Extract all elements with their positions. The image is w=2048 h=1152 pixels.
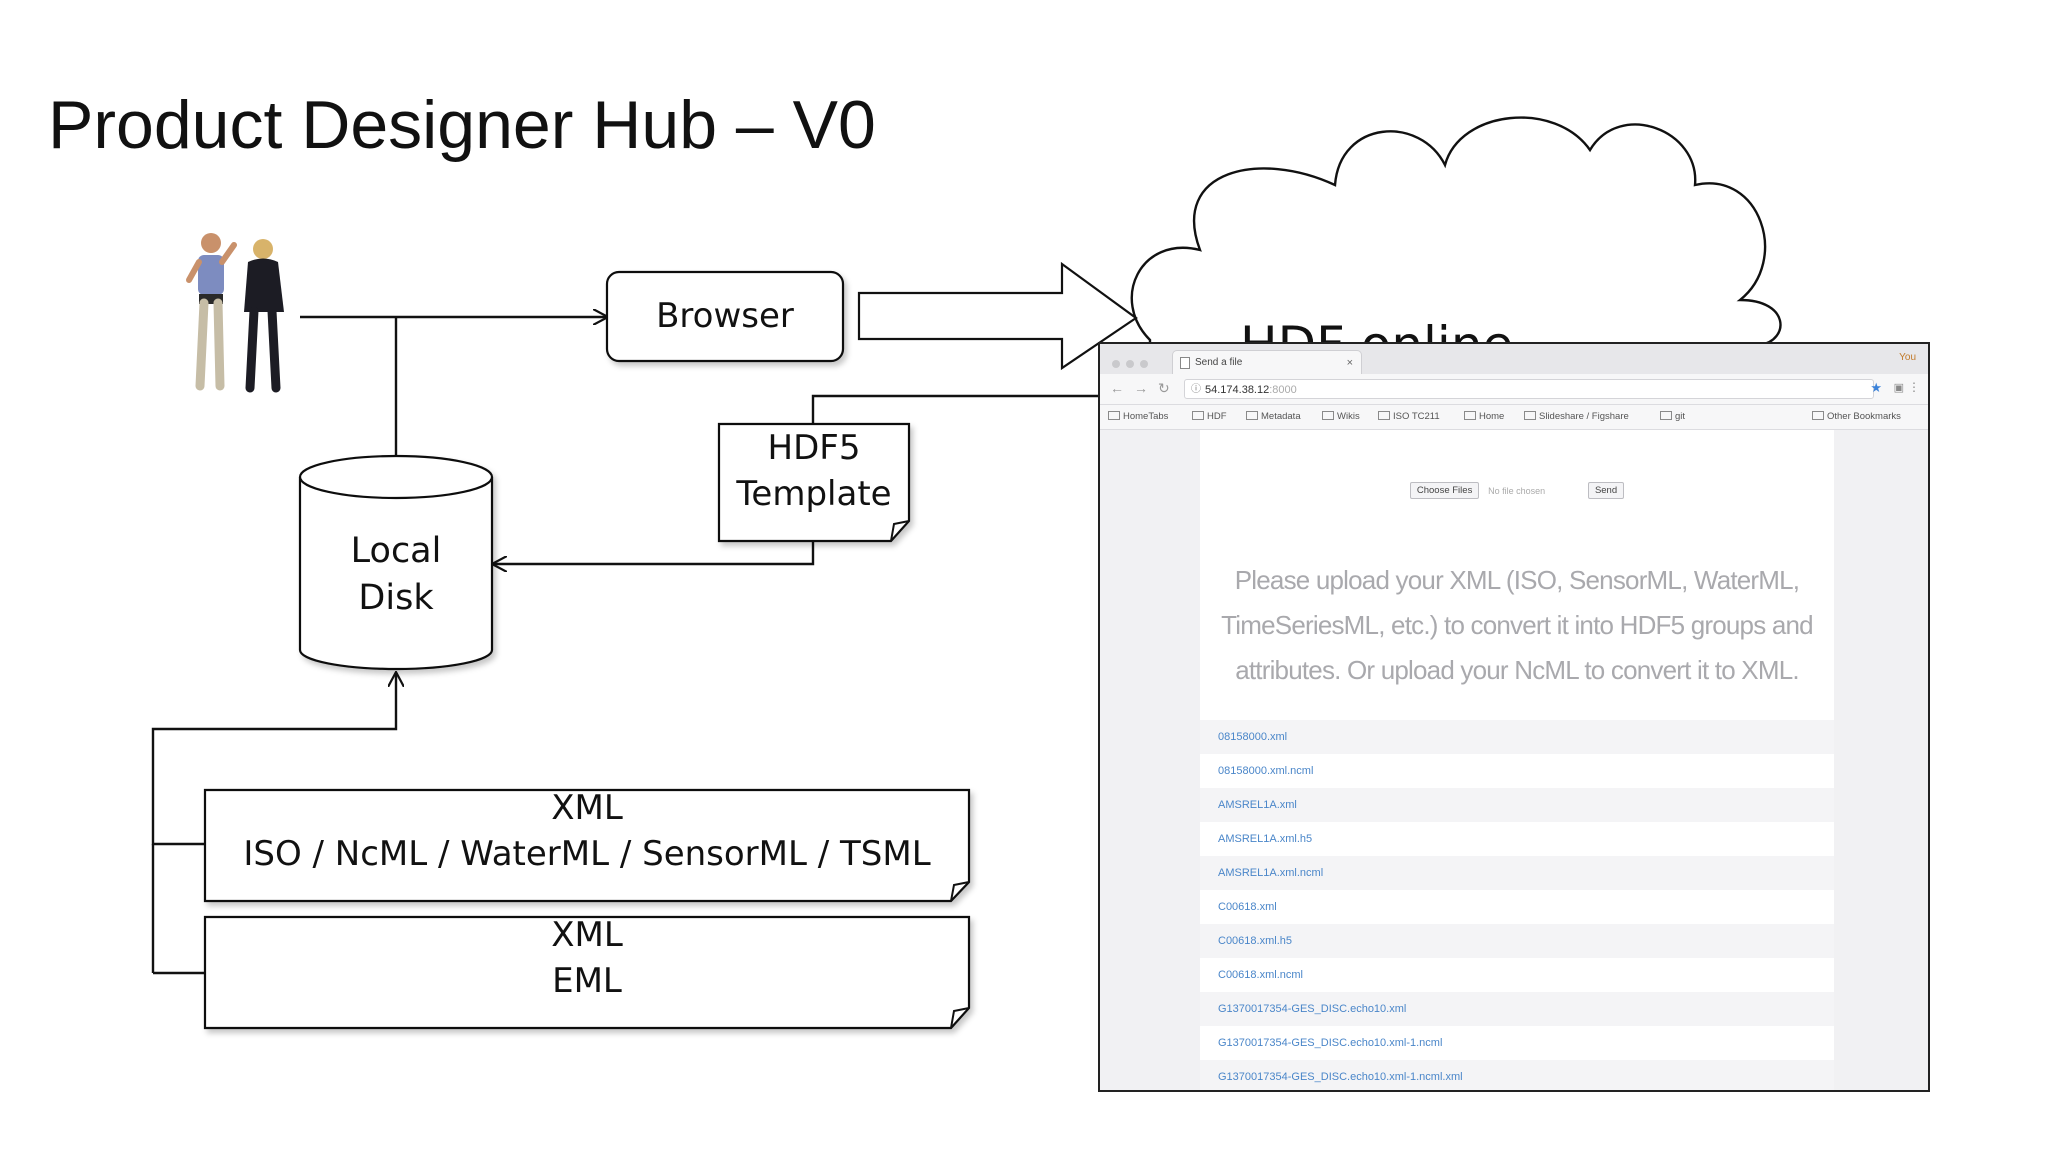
local-disk-label: Local Disk bbox=[300, 528, 492, 623]
file-link[interactable]: AMSREL1A.xml.h5 bbox=[1200, 822, 1834, 856]
reload-icon[interactable]: ↻ bbox=[1158, 380, 1170, 396]
bookmark-folder[interactable]: git bbox=[1660, 411, 1685, 422]
bookmark-folder[interactable]: HomeTabs bbox=[1108, 411, 1168, 422]
choose-files-button[interactable]: Choose Files bbox=[1409, 482, 1480, 499]
tab-title: Send a file bbox=[1195, 357, 1243, 368]
file-link[interactable]: C00618.xml.ncml bbox=[1200, 958, 1834, 992]
bookmark-folder[interactable]: ISO TC211 bbox=[1378, 411, 1440, 422]
url-host: 54.174.38.12 bbox=[1205, 384, 1270, 396]
file-link[interactable]: G1370017354-GES_DISC.echo10.xml-1.ncml.x… bbox=[1200, 1060, 1834, 1090]
file-link[interactable]: AMSREL1A.xml bbox=[1200, 788, 1834, 822]
maximize-window-icon[interactable] bbox=[1140, 360, 1148, 368]
local-disk-line2: Disk bbox=[358, 578, 434, 619]
url-port: :8000 bbox=[1269, 384, 1297, 396]
bookmark-folder[interactable]: Home bbox=[1464, 411, 1504, 422]
browser-label: Browser bbox=[656, 296, 794, 336]
cloud-shape bbox=[1130, 116, 1782, 347]
bookmark-folder[interactable]: HDF bbox=[1192, 411, 1227, 422]
file-link[interactable]: G1370017354-GES_DISC.echo10.xml bbox=[1200, 992, 1834, 1026]
block-arrow bbox=[857, 261, 1138, 371]
xml-to-disk-arrow bbox=[151, 673, 396, 846]
xml-iso-line2: ISO / NcML / WaterML / SensorML / TSML bbox=[243, 833, 931, 874]
bookmark-star-icon[interactable]: ★ bbox=[1870, 380, 1882, 395]
people-icon bbox=[186, 233, 284, 393]
tab-close-icon[interactable]: × bbox=[1346, 357, 1353, 369]
send-button[interactable]: Send bbox=[1587, 482, 1625, 499]
menu-icon[interactable]: ⋮ bbox=[1908, 380, 1920, 394]
browser-box bbox=[605, 270, 845, 363]
xml-iso-line1: XML bbox=[551, 788, 623, 828]
close-window-icon[interactable] bbox=[1112, 360, 1120, 368]
minimize-window-icon[interactable] bbox=[1126, 360, 1134, 368]
bookmark-folder[interactable]: Wikis bbox=[1322, 411, 1360, 422]
local-disk-line1: Local bbox=[350, 531, 442, 571]
hdf5-template-label: HDF5 Template bbox=[719, 426, 909, 518]
bookmark-folder[interactable]: Slideshare / Figshare bbox=[1524, 411, 1629, 422]
xml-doc-eml bbox=[203, 915, 971, 1030]
xml-doc-iso bbox=[203, 788, 971, 903]
file-list: 08158000.xml 08158000.xml.ncml AMSREL1A.… bbox=[1200, 720, 1834, 1090]
url-input[interactable]: ⓘ 54.174.38.12:8000 bbox=[1184, 379, 1874, 399]
browser-screenshot: Send a file × You ← → ↻ ⓘ 54.174.38.12:8… bbox=[1098, 342, 1930, 1092]
xml-iso-label: XML ISO / NcML / WaterML / SensorML / TS… bbox=[205, 786, 969, 878]
file-link[interactable]: AMSREL1A.xml.ncml bbox=[1200, 856, 1834, 890]
file-link[interactable]: C00618.xml bbox=[1200, 890, 1834, 924]
forward-icon[interactable]: → bbox=[1134, 380, 1148, 396]
hdf5-template-line1: HDF5 bbox=[767, 428, 861, 468]
hdf5-template-line2: Template bbox=[736, 473, 892, 514]
browser-tab-bar: Send a file × You bbox=[1100, 344, 1928, 374]
upload-form: Choose Files No file chosen Send bbox=[1200, 482, 1834, 499]
no-file-chosen-text: No file chosen bbox=[1488, 485, 1546, 496]
extension-icon[interactable]: ▣ bbox=[1893, 382, 1904, 394]
xml-eml-line2: EML bbox=[552, 960, 622, 1001]
file-link[interactable]: C00618.xml.h5 bbox=[1200, 924, 1834, 958]
slide-title: Product Designer Hub – V0 bbox=[48, 87, 876, 163]
back-icon[interactable]: ← bbox=[1110, 380, 1124, 396]
xml-eml-label: XML EML bbox=[205, 913, 969, 1005]
local-disk-cylinder bbox=[298, 454, 494, 671]
file-link[interactable]: 08158000.xml.ncml bbox=[1200, 754, 1834, 788]
upload-instructions: Please upload your XML (ISO, SensorML, W… bbox=[1221, 565, 1813, 685]
address-bar: ← → ↻ ⓘ 54.174.38.12:8000 ★ ▣ ⋮ bbox=[1100, 374, 1928, 405]
file-link[interactable]: G1370017354-GES_DISC.echo10.xml-1.ncml bbox=[1200, 1026, 1834, 1060]
hdf5-template-doc bbox=[717, 422, 911, 543]
browser-tab[interactable]: Send a file × bbox=[1172, 350, 1362, 374]
web-page: Choose Files No file chosen Send Please … bbox=[1200, 430, 1834, 1090]
info-icon[interactable]: ⓘ bbox=[1191, 384, 1201, 395]
other-bookmarks[interactable]: Other Bookmarks bbox=[1812, 411, 1901, 422]
file-link[interactable]: 08158000.xml bbox=[1200, 720, 1834, 754]
page-icon bbox=[1180, 357, 1190, 369]
bookmarks-bar: HomeTabs HDF Metadata Wikis ISO TC211 Ho… bbox=[1100, 405, 1928, 430]
profile-button[interactable]: You bbox=[1899, 352, 1916, 363]
window-controls bbox=[1112, 355, 1154, 373]
bookmark-folder[interactable]: Metadata bbox=[1246, 411, 1301, 422]
xml-eml-line1: XML bbox=[551, 915, 623, 955]
